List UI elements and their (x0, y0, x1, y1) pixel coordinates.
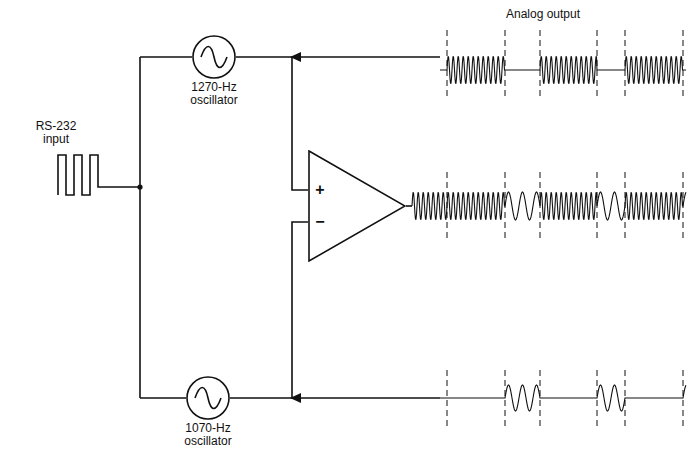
input-wire (140, 397, 186, 399)
dashed-boundary (683, 370, 684, 426)
oscillator-label: 1270-Hz oscillator (176, 81, 252, 107)
oscillator-outline (193, 36, 235, 78)
dashed-boundary (683, 30, 684, 100)
sine-symbol (195, 388, 221, 409)
dashed-boundary (625, 370, 626, 426)
signal-wire (236, 57, 308, 190)
fsk-output-waveform (412, 192, 686, 220)
dashed-boundary (447, 370, 448, 426)
control-arrow-line (298, 56, 440, 58)
dashed-boundary (625, 30, 626, 100)
space-burst-waveform (440, 385, 686, 411)
oscillator-circle: 1270-Hz oscillator (176, 35, 252, 107)
dashed-boundary (505, 370, 506, 426)
input-wiring (58, 57, 440, 398)
output-wire (406, 205, 412, 207)
input-polarity-sign: + (313, 180, 327, 200)
oscillator-symbol (186, 376, 230, 420)
dashed-boundary (597, 370, 598, 426)
oscillator-circle: 1070-Hz oscillator (170, 376, 246, 448)
dashed-boundary (597, 30, 598, 100)
dashed-boundary (597, 172, 598, 242)
input-polarity-sign: − (313, 212, 327, 232)
op-amp-triangle: +− (308, 150, 406, 262)
input-bus-wire (139, 57, 141, 398)
waveforms (412, 57, 686, 411)
square-wave (58, 155, 140, 195)
junction-dot (137, 184, 142, 189)
op-amp-symbol (308, 150, 406, 262)
oscillator-symbol (192, 35, 236, 79)
sine-symbol (201, 47, 227, 68)
bit-boundaries (447, 30, 683, 426)
mark-burst-waveform (440, 57, 686, 84)
dashed-boundary (505, 30, 506, 100)
input-label: RS-232 input (28, 120, 84, 146)
dashed-boundary (683, 172, 684, 242)
oscillator-outline (187, 377, 229, 419)
dashed-boundary (540, 370, 541, 426)
oscillator-label: 1070-Hz oscillator (170, 422, 246, 448)
dashed-boundary (447, 30, 448, 100)
output-label: Analog output (496, 8, 590, 21)
dashed-boundary (540, 30, 541, 100)
signal-wire (230, 222, 308, 398)
op-amp-outline (309, 151, 405, 261)
dashed-boundary (540, 172, 541, 242)
control-arrow-line (298, 397, 440, 399)
input-wire (140, 56, 192, 58)
dashed-boundary (447, 172, 448, 242)
dashed-boundary (505, 172, 506, 242)
dashed-boundary (625, 172, 626, 242)
